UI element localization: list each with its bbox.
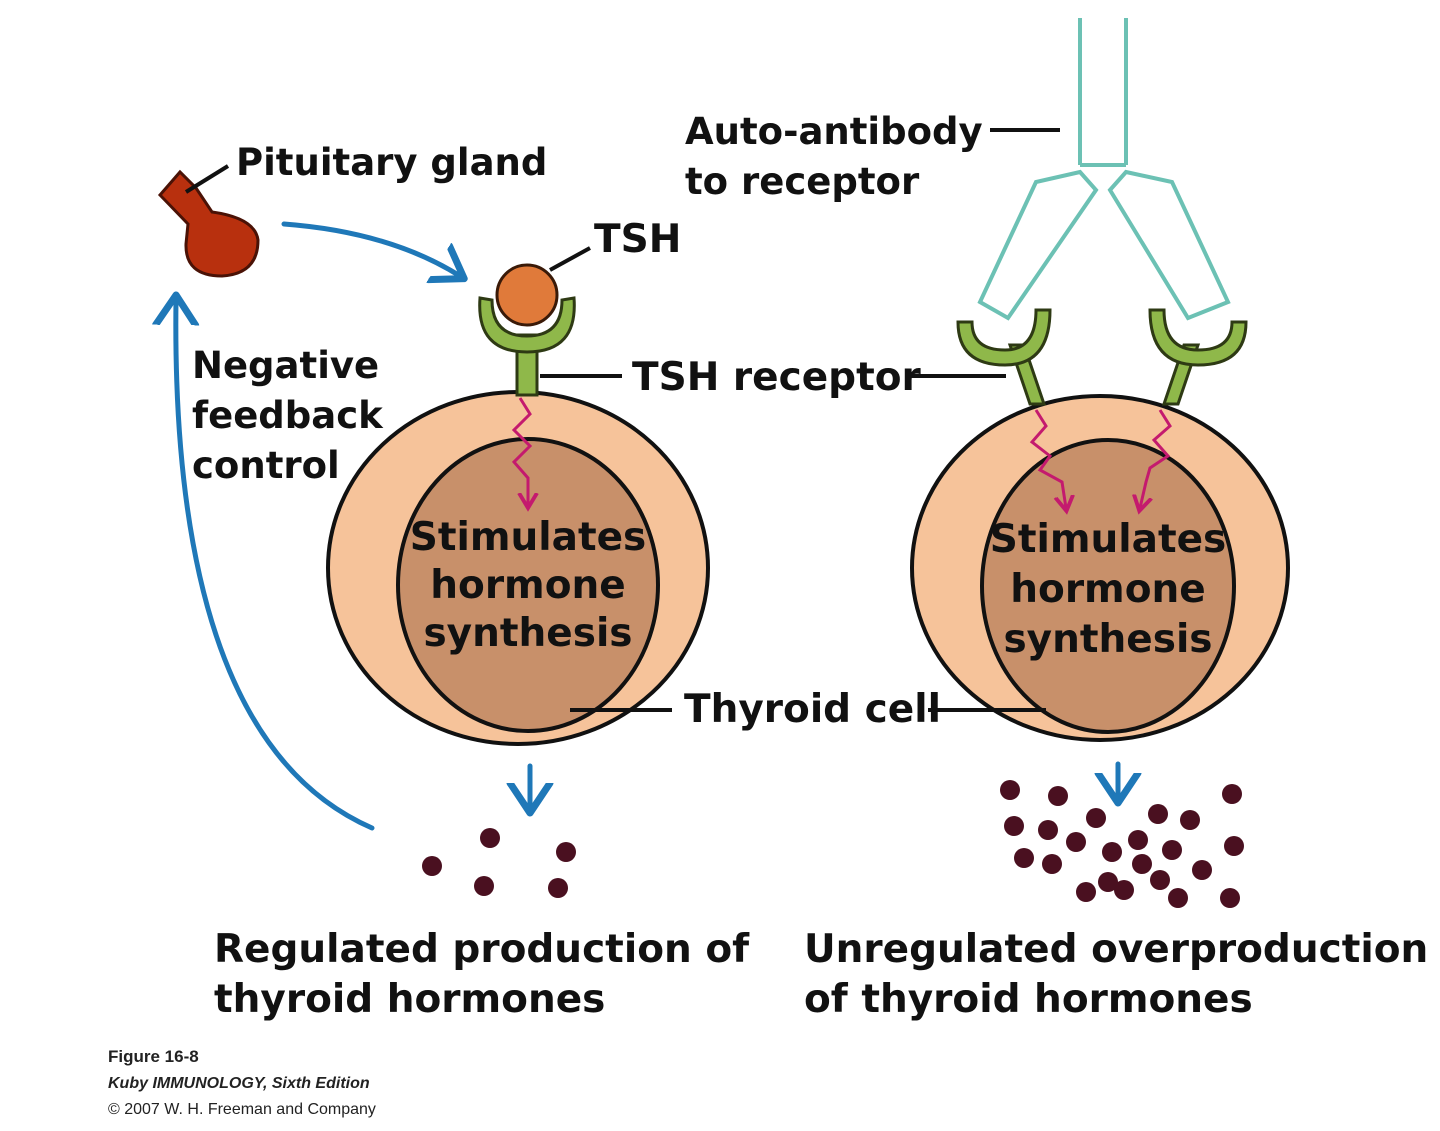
- hormone-molecule: [1000, 780, 1020, 800]
- auto-antibody-label-line2: to receptor: [685, 160, 920, 203]
- negative-feedback-arrow: [176, 300, 375, 831]
- pituitary-leader-line: [184, 164, 230, 194]
- copyright: © 2007 W. H. Freeman and Company: [108, 1101, 376, 1118]
- hormone-molecule: [474, 876, 494, 896]
- hormone-molecule: [1048, 786, 1068, 806]
- stimulates-left-line3: synthesis: [423, 611, 632, 656]
- hormone-dots-unregulated: [1000, 780, 1244, 908]
- tsh-molecule: [495, 263, 559, 327]
- hormone-molecule: [1038, 820, 1058, 840]
- hormone-molecule: [422, 856, 442, 876]
- unregulated-label-line1: Unregulated overproduction: [804, 927, 1428, 972]
- nucleus-left: [396, 437, 660, 733]
- nucleus-right: [980, 438, 1236, 734]
- hormone-molecule: [1162, 840, 1182, 860]
- hormone-molecule: [1132, 854, 1152, 874]
- hormone-molecule: [1004, 816, 1024, 836]
- thyroid-cell-label: Thyroid cell: [684, 687, 941, 732]
- tsh-receptor-right-2: [1148, 308, 1248, 406]
- regulated-label-line2: thyroid hormones: [214, 977, 605, 1022]
- auto-antibody: [977, 18, 1231, 321]
- tsh-receptor-label: TSH receptor: [632, 355, 922, 400]
- hormone-molecule: [1014, 848, 1034, 868]
- hormone-molecule: [1102, 842, 1122, 862]
- hormone-molecule: [1222, 784, 1242, 804]
- hormone-molecule: [480, 828, 500, 848]
- pituitary-to-tsh-arrow: [281, 221, 460, 276]
- regulated-label-line1: Regulated production of: [214, 927, 750, 972]
- thyroid-cell-right: [910, 394, 1290, 742]
- hormone-molecule: [1148, 804, 1168, 824]
- hormone-molecule: [1150, 870, 1170, 890]
- hormone-molecule: [1168, 888, 1188, 908]
- signal-arrow-left: [511, 397, 530, 505]
- signal-arrow-right-2: [1140, 409, 1172, 508]
- hormone-molecule: [1192, 860, 1212, 880]
- thyroid-cell-left: [326, 390, 710, 746]
- stimulates-right-line2: hormone: [1010, 567, 1205, 612]
- tsh-label: TSH: [594, 217, 681, 262]
- signal-arrow-right-1: [1029, 409, 1066, 508]
- hormone-molecule: [556, 842, 576, 862]
- hormone-molecule: [1180, 810, 1200, 830]
- pituitary-gland: [157, 169, 260, 278]
- book-title: Kuby IMMUNOLOGY, Sixth Edition: [108, 1075, 370, 1092]
- hormone-molecule: [1086, 808, 1106, 828]
- hormone-molecule: [1224, 836, 1244, 856]
- hormone-molecule: [1220, 888, 1240, 908]
- hormone-molecule: [548, 878, 568, 898]
- negative-feedback-label-line2: feedback: [192, 394, 384, 437]
- stimulates-right-line3: synthesis: [1003, 617, 1212, 662]
- hormone-dots-regulated: [422, 828, 576, 898]
- negative-feedback-label-line3: control: [192, 444, 340, 487]
- negative-feedback-label-line1: Negative: [192, 344, 379, 387]
- hormone-molecule: [1128, 830, 1148, 850]
- hormone-molecule: [1098, 872, 1118, 892]
- hormone-molecule: [1114, 880, 1134, 900]
- stimulates-left-line1: Stimulates: [410, 515, 647, 560]
- hormone-molecule: [1042, 854, 1062, 874]
- hormone-molecule: [1066, 832, 1086, 852]
- pituitary-label: Pituitary gland: [236, 141, 547, 184]
- tsh-receptor-right-1: [956, 308, 1052, 406]
- hormone-molecule: [1076, 882, 1096, 902]
- tsh-leader-line: [549, 246, 591, 272]
- auto-antibody-label-line1: Auto-antibody: [685, 110, 983, 153]
- figure-number: Figure 16-8: [108, 1047, 199, 1066]
- tsh-receptor-left: [478, 296, 576, 397]
- stimulates-right-line1: Stimulates: [990, 517, 1227, 562]
- stimulates-left-line2: hormone: [430, 563, 625, 608]
- unregulated-label-line2: of thyroid hormones: [804, 977, 1253, 1022]
